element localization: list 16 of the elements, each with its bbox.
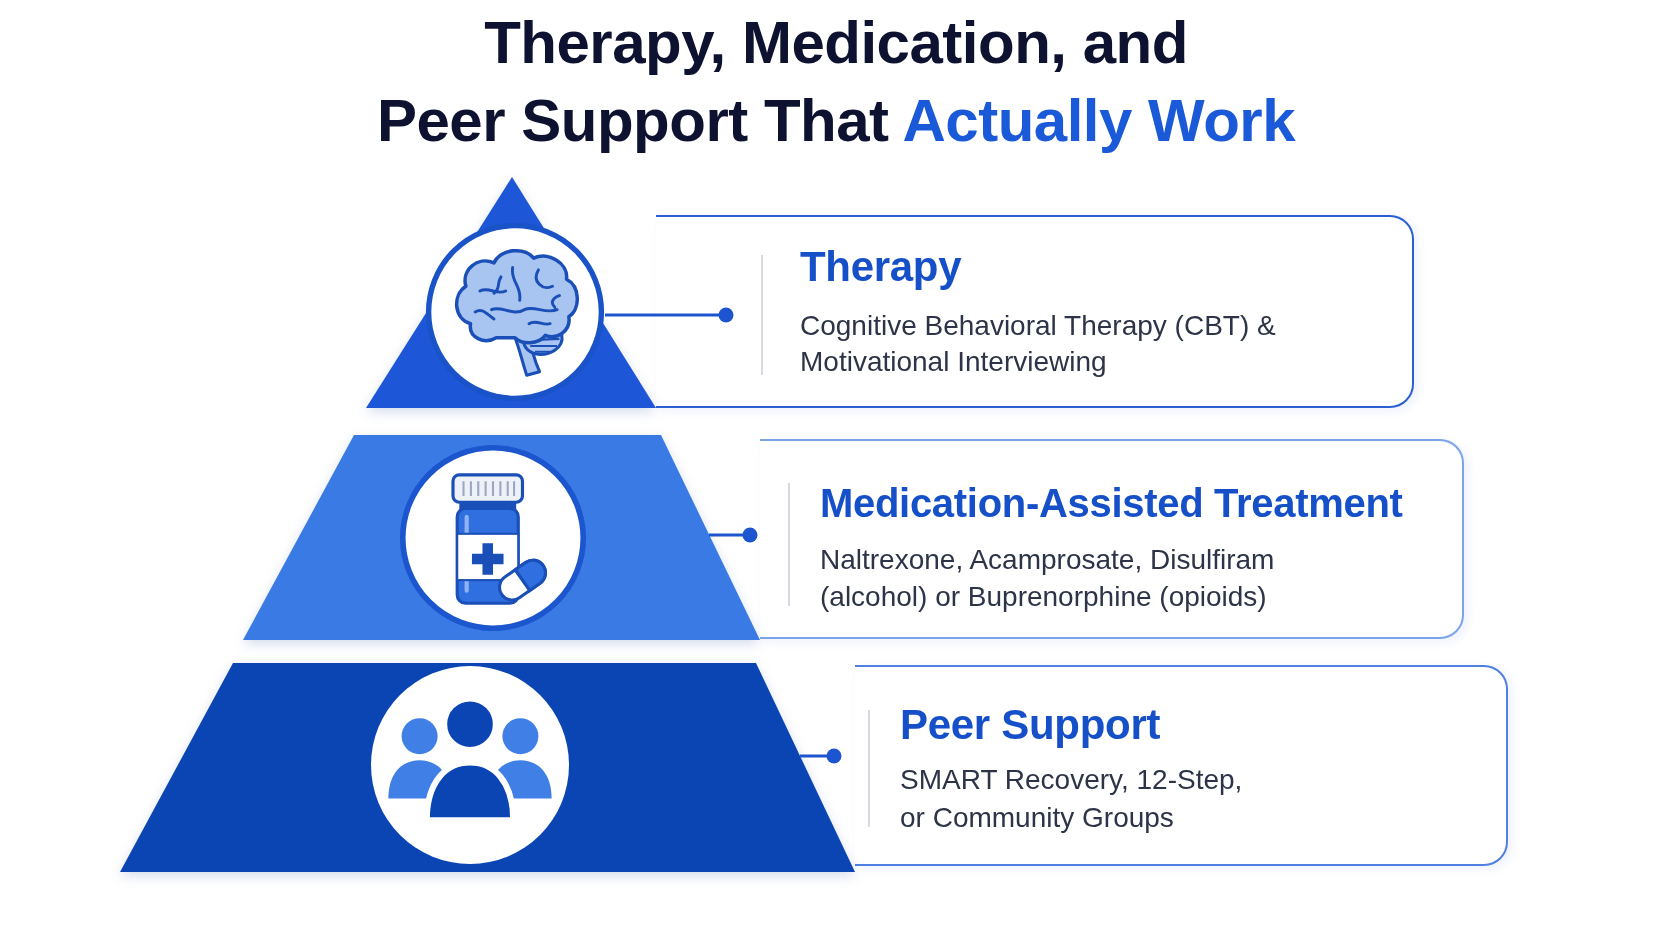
card-heading: Peer Support: [900, 700, 1161, 750]
title: Therapy, Medication, and Peer Support That Actually Work: [376, 8, 1297, 156]
connector-line: [800, 748, 842, 764]
pyramid-tier: [120, 663, 855, 872]
card-heading: Therapy: [800, 242, 962, 292]
connector-line: [605, 307, 734, 323]
card-description: Naltrexone, Acamprosate, Disulfiram (alcohol) or Buprenorphine (opioids): [820, 543, 1276, 614]
info-card: [656, 215, 1414, 408]
info-card: [855, 665, 1508, 866]
pyramid-tier: [366, 177, 656, 408]
info-card: [760, 439, 1464, 639]
card-heading: Medication-Assisted Treatment: [820, 480, 1403, 527]
card-description: Cognitive Behavioral Therapy (CBT) & Motivational Interviewing: [800, 309, 1277, 379]
card-description: SMART Recovery, 12-Step, or Community Groups: [900, 763, 1244, 835]
connector-line: [709, 527, 758, 543]
pyramid-tier: [243, 435, 760, 640]
